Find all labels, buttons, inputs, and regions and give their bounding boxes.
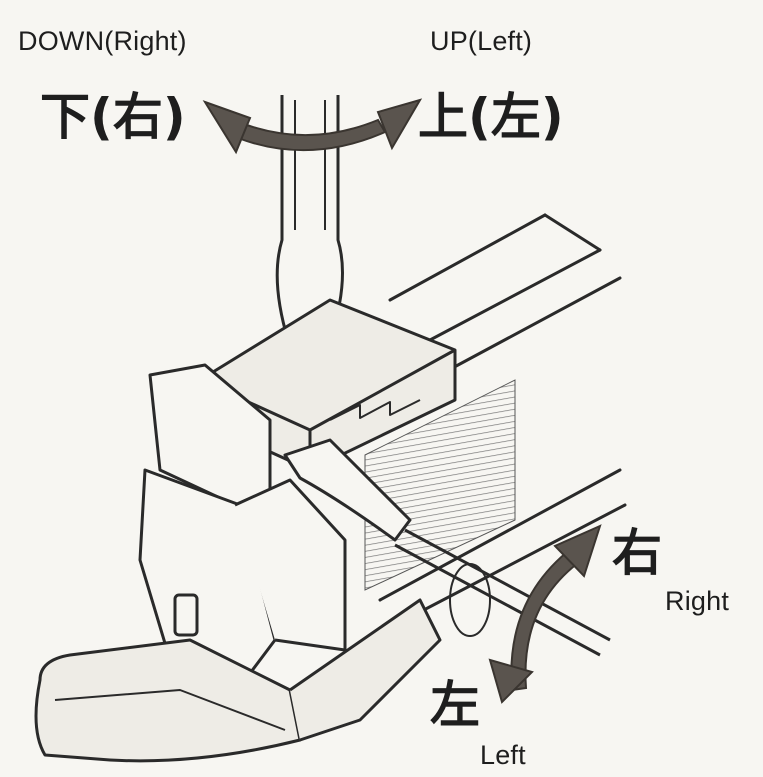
top-rotation-arrow bbox=[202, 98, 423, 155]
label-left-english: Left bbox=[480, 740, 526, 770]
label-down-japanese: 下(右) bbox=[40, 88, 186, 146]
presser-bar bbox=[388, 213, 622, 374]
label-up-english: UP(Left) bbox=[430, 26, 533, 56]
label-left-japanese: 左 bbox=[430, 676, 480, 734]
side-screwdriver bbox=[283, 438, 611, 657]
hatched-plate bbox=[364, 379, 516, 591]
label-down-english: DOWN(Right) bbox=[18, 26, 187, 56]
lower-rail bbox=[378, 468, 627, 627]
label-right-japanese: 右 bbox=[612, 524, 662, 582]
side-rotation-arrow bbox=[488, 524, 602, 704]
foot-sole bbox=[34, 598, 442, 763]
label-right-english: Right bbox=[665, 586, 730, 616]
label-up-japanese: 上(左) bbox=[418, 88, 564, 146]
